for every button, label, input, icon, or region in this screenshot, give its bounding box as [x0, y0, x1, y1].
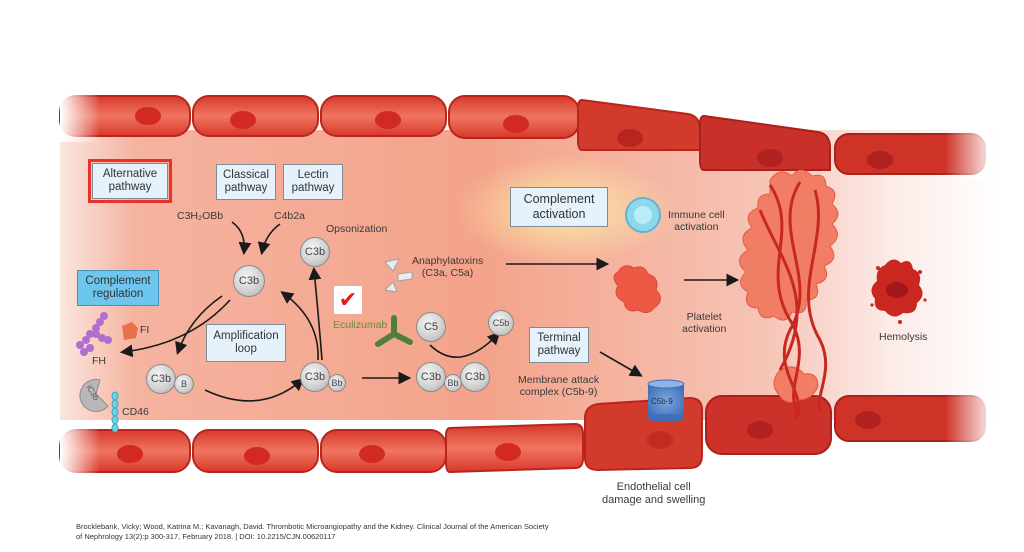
- c5-molecule: C5: [416, 312, 446, 342]
- c3b-molecule-opsonization: C3b: [300, 237, 330, 267]
- factor-b-molecule: B: [174, 374, 194, 394]
- eculizumab-label: Eculizumab: [333, 319, 388, 331]
- complement-activation-box: Complement activation: [510, 187, 608, 227]
- bb-molecule: Bb: [328, 374, 346, 392]
- hemolysis-cell: [870, 259, 927, 324]
- eculizumab-antibody: [375, 315, 413, 347]
- arrow-c3bbb-c3b: [280, 291, 319, 361]
- mac-cylinder: [647, 379, 685, 422]
- bb-molecule-c5-convertase: Bb: [444, 374, 462, 392]
- alternative-pathway-box: Alternative pathway: [88, 159, 172, 203]
- arrow-c3b-fh: [119, 299, 231, 358]
- c3h2obb-label: C3H₂OBb: [177, 210, 224, 222]
- c3b-molecule-convertase: C3b: [300, 362, 330, 392]
- c3b-molecule-c5-convertase-2: C3b: [460, 362, 490, 392]
- factor-i: [122, 322, 138, 340]
- c5b-molecule: C5b: [488, 310, 514, 336]
- check-mark-badge: ✔: [334, 286, 362, 314]
- bottom-endothelial-cells: [59, 392, 995, 477]
- arrow-c3h2obb-c3b: [231, 221, 252, 256]
- lectin-pathway-box: Lectin pathway: [283, 164, 343, 200]
- amplification-loop-box: Amplification loop: [206, 324, 286, 362]
- opsonization-label: Opsonization: [326, 223, 388, 235]
- citation-text: Brocklebank, Vicky; Wood, Katrina M.; Ka…: [76, 522, 549, 541]
- mac-label: Membrane attack complex (C5b-9): [518, 374, 600, 398]
- complement-regulation-box: Complement regulation: [77, 270, 159, 306]
- factor-h: [76, 312, 112, 356]
- platelet: [613, 265, 661, 314]
- arrow-c3bb-c3bbb: [204, 377, 305, 402]
- cd46: [111, 391, 119, 433]
- arrow-up-opsonization: [308, 266, 323, 361]
- ic3b-shape: [79, 379, 109, 412]
- hemolysis-label: Hemolysis: [879, 331, 928, 343]
- platelet-activation-label: Platelet activation: [682, 311, 727, 335]
- anaphylatoxin-fragments: [383, 258, 413, 293]
- cd46-label: CD46: [122, 406, 149, 418]
- arrow-c4b2a-c3b: [257, 223, 281, 256]
- arrow-c5-c5b: [429, 331, 501, 358]
- arrow-terminal-mac: [599, 351, 643, 377]
- fi-label: FI: [140, 324, 150, 336]
- c3b-molecule-c5-convertase-1: C3b: [416, 362, 446, 392]
- terminal-pathway-box: Terminal pathway: [529, 327, 589, 363]
- fh-label: FH: [92, 355, 106, 367]
- immune-cell-activation-label: Immune cell activation: [668, 209, 725, 233]
- c3b-molecule-loop: C3b: [146, 364, 176, 394]
- c4b2a-label: C4b2a: [274, 210, 305, 222]
- fibrin-strands: [758, 181, 828, 419]
- anaphylatoxins-label: Anaphylatoxins (C3a, C5a): [412, 255, 484, 279]
- endothelial-damage-label: Endothelial cell damage and swelling: [602, 481, 706, 506]
- top-endothelial-cells: [59, 90, 995, 180]
- arrow-c3b-loop: [175, 295, 223, 356]
- c5b9-label: C5b-9: [651, 397, 673, 406]
- check-mark-icon: ✔: [338, 287, 358, 312]
- classical-pathway-box: Classical pathway: [216, 164, 276, 200]
- c3b-molecule-center: C3b: [233, 265, 265, 297]
